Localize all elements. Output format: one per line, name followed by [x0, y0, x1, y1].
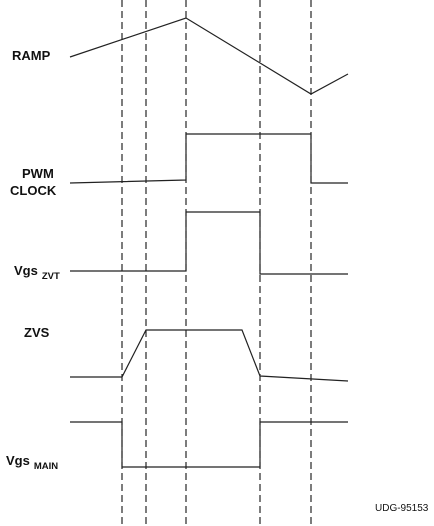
- vgs-main-waveform: [70, 421, 348, 468]
- ramp-label: RAMP: [12, 48, 51, 63]
- vgs-zvt-label-subscript: ZVT: [42, 271, 60, 282]
- figure-code: UDG-95153: [375, 503, 429, 514]
- zvs-waveform: [70, 329, 349, 382]
- vgs-zvt-label: Vgs ZVT: [14, 262, 60, 282]
- vgs-main-label-subscript: MAIN: [34, 461, 58, 472]
- pwm-clock-label-line1: PWM: [22, 166, 54, 181]
- zvs-label: ZVS: [24, 325, 50, 340]
- vgs-main-label-main: Vgs: [6, 453, 30, 468]
- vgs-zvt-label-main: Vgs: [14, 263, 38, 278]
- vgs-main-label: Vgs MAIN: [6, 452, 58, 472]
- vgs-zvt-waveform: [70, 211, 348, 275]
- ramp-waveform: [69, 17, 349, 95]
- timing-markers: [121, 0, 312, 526]
- pwm-clock-waveform: [69, 133, 348, 184]
- pwm-clock-label-line2: CLOCK: [10, 183, 57, 198]
